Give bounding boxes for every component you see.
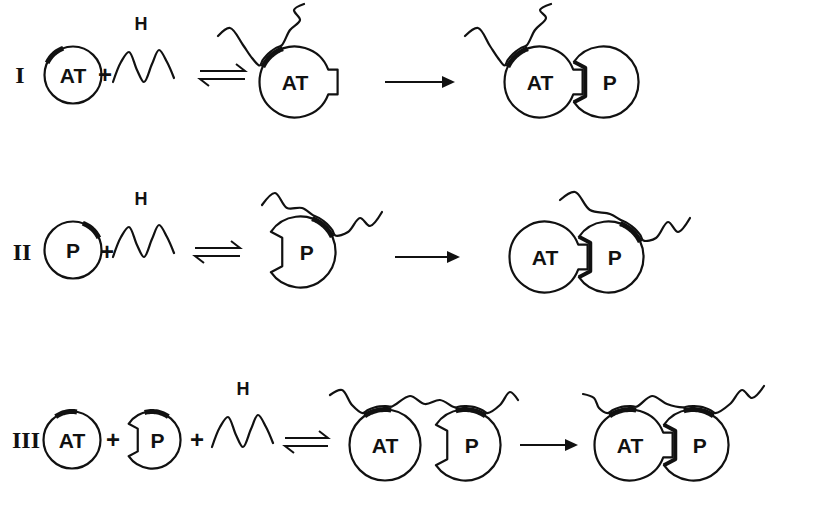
row-numeral: I xyxy=(15,63,24,87)
antithrombin-circle: AT xyxy=(593,408,667,482)
equilibrium-arrow xyxy=(285,431,328,453)
reaction-arrow xyxy=(395,251,460,263)
protease-shape: P xyxy=(428,408,502,482)
reaction-arrow xyxy=(385,76,455,88)
protein-label: P xyxy=(603,72,617,93)
binding-site xyxy=(56,412,77,417)
protein-label: AT xyxy=(617,435,643,456)
protein-label: AT xyxy=(282,72,308,93)
heparin-chain xyxy=(330,390,518,413)
binding-site xyxy=(145,412,169,417)
heparin-label: H xyxy=(135,190,148,208)
binding-site xyxy=(620,224,640,242)
protein-label: AT xyxy=(532,247,558,268)
binding-site xyxy=(312,219,332,237)
equilibrium-arrow xyxy=(200,64,245,86)
contact-surface xyxy=(579,237,590,277)
binding-site xyxy=(83,223,99,238)
heparin-chain xyxy=(465,4,551,66)
protein-label: AT xyxy=(59,430,85,451)
binding-site xyxy=(47,48,63,63)
protein-label: P xyxy=(150,430,164,451)
contact-surface xyxy=(574,62,585,102)
protease-shape: P xyxy=(566,45,640,119)
equilibrium-arrow xyxy=(195,241,240,263)
plus-sign: + xyxy=(98,63,112,87)
binding-site xyxy=(508,49,528,67)
heparin-label: H xyxy=(237,380,250,398)
plus-sign: + xyxy=(100,240,114,264)
protein-label: P xyxy=(300,242,314,263)
plus-sign: + xyxy=(190,428,204,452)
binding-site xyxy=(263,49,283,67)
protein-label: P xyxy=(465,435,479,456)
protein-label: P xyxy=(66,240,80,261)
heparin-chain xyxy=(262,193,382,236)
antithrombin-circle: AT xyxy=(508,220,582,294)
protein-label: AT xyxy=(60,65,86,86)
heparin-label: H xyxy=(135,15,148,33)
row-numeral: II xyxy=(13,240,32,264)
protein-label: AT xyxy=(527,72,553,93)
protease-shape: P xyxy=(656,408,730,482)
heparin-chain xyxy=(113,50,174,82)
heparin-chain xyxy=(113,225,174,257)
heparin-chain xyxy=(218,4,304,66)
protein-label: AT xyxy=(372,435,398,456)
plus-sign: + xyxy=(106,428,120,452)
protein-label: P xyxy=(608,247,622,268)
heparin-chain xyxy=(560,192,690,241)
reaction-arrow xyxy=(520,439,578,451)
antithrombin-circle: AT xyxy=(348,408,422,482)
row-numeral: III xyxy=(12,428,40,452)
heparin-chain xyxy=(212,415,273,447)
protein-label: P xyxy=(693,435,707,456)
antithrombin-circle: AT xyxy=(42,410,102,470)
contact-surface xyxy=(664,425,675,465)
heparin-chain xyxy=(583,386,764,413)
protease-shape: P xyxy=(122,410,182,470)
